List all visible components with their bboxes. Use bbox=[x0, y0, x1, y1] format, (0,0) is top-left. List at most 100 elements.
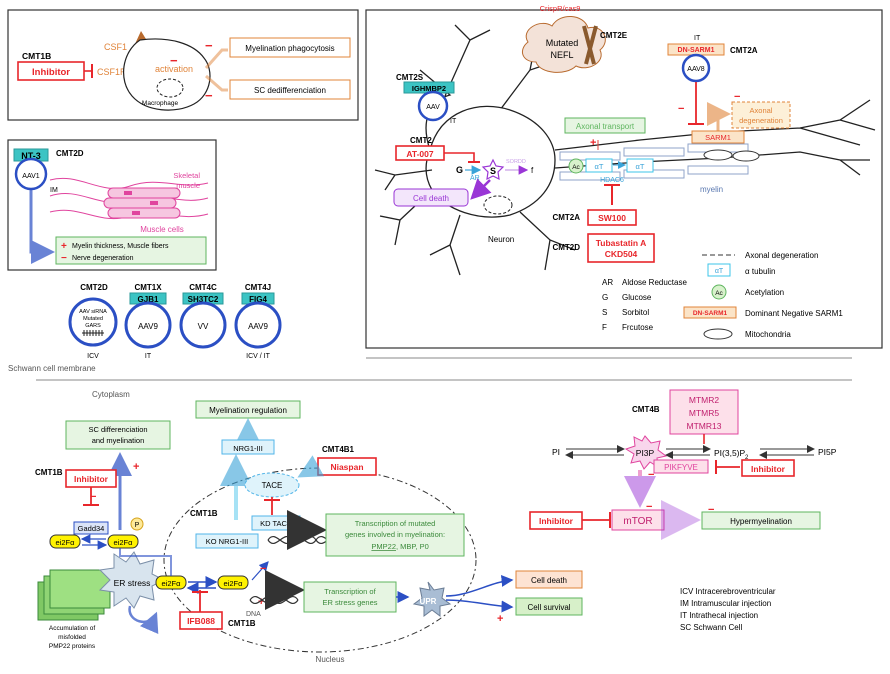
cell-survival-box bbox=[515, 597, 583, 616]
abbrev-sc: SC Schwann Cell bbox=[680, 623, 742, 632]
sc-differenciation-label: SC differenciation bbox=[88, 425, 147, 434]
icv-label: ICV bbox=[87, 353, 99, 360]
abbreviation-legend: AR Aldose Reductase G Glucose S Sorbitol… bbox=[602, 278, 687, 332]
myelination-regulation-label: Myelination regulation bbox=[209, 406, 287, 415]
cmt2d-aav-label: CMT2D bbox=[80, 283, 108, 292]
eif2a-label: ei2Fα bbox=[224, 579, 244, 588]
nucleus-label: Nucleus bbox=[316, 655, 345, 664]
sc-dedifferenciation-label: SC dedifferenciation bbox=[254, 86, 326, 95]
ar-symbol: AR bbox=[470, 175, 480, 182]
minus-sign: − bbox=[260, 563, 266, 575]
pi35p2-subscript: 2 bbox=[745, 455, 749, 461]
cmt2s-label: CMT2S bbox=[396, 73, 424, 82]
legend-value: Sorbitol bbox=[622, 308, 649, 317]
macrophage-nucleus-icon bbox=[156, 78, 184, 98]
glucose-symbol: G bbox=[456, 165, 463, 175]
aav-vector-icon bbox=[417, 90, 449, 122]
cmt2e-label: CMT2E bbox=[600, 31, 628, 40]
nefl-label: NEFL bbox=[550, 50, 573, 60]
csf1-label: CSF1 bbox=[104, 42, 127, 52]
plus-sign: + bbox=[497, 613, 503, 625]
alpha-tubulin-label: αT bbox=[595, 162, 604, 171]
er-stress-burst-icon bbox=[98, 551, 166, 609]
minus-sign: − bbox=[678, 103, 684, 115]
cmt4b1-label: CMT4B1 bbox=[322, 445, 355, 454]
csf1r-label: CSF1R bbox=[97, 67, 127, 77]
vv-label: VV bbox=[198, 322, 209, 331]
sarm1-label: SARM1 bbox=[705, 133, 731, 142]
accum-line2: misfolded bbox=[58, 634, 86, 641]
aav-label: AAV bbox=[426, 104, 440, 111]
minus-sign: − bbox=[205, 88, 213, 103]
minus-sign: − bbox=[646, 501, 652, 513]
hypermyelination-box bbox=[701, 511, 821, 530]
inhibitor-label: Inhibitor bbox=[539, 516, 574, 526]
tx2-line1: Transcription of bbox=[324, 587, 376, 596]
effect-minus-label: Nerve degeneration bbox=[72, 255, 134, 262]
hdac6-label: HDAC6 bbox=[600, 177, 624, 184]
legend-dn-box bbox=[683, 306, 737, 319]
tubulin-box-1 bbox=[585, 158, 613, 173]
sw100-box bbox=[587, 209, 637, 226]
tubastatin-box bbox=[587, 233, 655, 263]
upr-label: UPR bbox=[420, 597, 437, 606]
pmp22-label: PMP22 bbox=[371, 542, 396, 551]
sh3tc2-label: SH3TC2 bbox=[188, 295, 219, 304]
neuron-label: Neuron bbox=[488, 235, 514, 244]
axonal-transport-box bbox=[564, 117, 646, 134]
aav9-label: AAV9 bbox=[248, 322, 268, 331]
nt3-effect-box bbox=[55, 236, 207, 265]
eif2a-label: ei2Fα bbox=[114, 538, 134, 547]
legend-key: AR bbox=[602, 278, 613, 287]
minus-sign: − bbox=[648, 469, 654, 481]
cmt1b-label: CMT1B bbox=[22, 51, 51, 61]
cmt1x-label: CMT1X bbox=[134, 283, 162, 292]
cmt4c-label: CMT4C bbox=[189, 283, 217, 292]
it-label: IT bbox=[450, 118, 457, 125]
cell-survival-label: Cell survival bbox=[527, 603, 570, 612]
plus-sign: + bbox=[133, 461, 139, 473]
myelination-phagocytosis-label: Myelination phagocytosis bbox=[245, 44, 334, 53]
niaspan-label: Niaspan bbox=[330, 462, 363, 472]
cmt2a-label: CMT2A bbox=[552, 213, 580, 222]
fructose-symbol: f bbox=[531, 166, 534, 175]
effect-plus-label: Myelin thickness, Muscle fibers bbox=[72, 243, 169, 250]
hypermyelination-label: Hypermyelination bbox=[730, 517, 792, 526]
minus-sign: − bbox=[734, 91, 740, 103]
legend-mitochondria-icon bbox=[703, 328, 733, 340]
sc-dedifferenciation-box bbox=[229, 79, 351, 100]
cell-death-box-2 bbox=[515, 570, 583, 589]
aav1-label: AAV1 bbox=[22, 173, 39, 180]
eif2a-d bbox=[217, 575, 249, 590]
mtmr5-label: MTMR5 bbox=[689, 408, 719, 418]
pi-label: PI bbox=[552, 447, 560, 457]
aav9-label: AAV9 bbox=[138, 322, 158, 331]
legend-value: Frcutose bbox=[622, 323, 654, 332]
pikfyve-label: PIKFYVE bbox=[664, 463, 698, 472]
legend-mito-label: Mitochondria bbox=[745, 330, 791, 339]
nrg1-label: NRG1-III bbox=[233, 444, 263, 453]
aav8-vector-icon bbox=[681, 53, 711, 83]
cytoplasm-label: Cytoplasm bbox=[92, 390, 130, 399]
sordd-label: SORDD bbox=[506, 159, 526, 165]
tx1-line1: Transcription of mutated bbox=[355, 519, 436, 528]
tubastatin-label: Tubastatin A bbox=[596, 238, 647, 248]
muscle-cells-icon bbox=[103, 187, 181, 219]
inhibitor-label: Inhibitor bbox=[751, 464, 786, 474]
mutated-label: Mutated bbox=[546, 38, 579, 48]
cmt1b-label: CMT1B bbox=[228, 619, 256, 628]
plus-sign: + bbox=[590, 137, 596, 149]
axonal-degeneration-box bbox=[731, 101, 791, 129]
activation-label: activation bbox=[155, 64, 193, 74]
ckd504-label: CKD504 bbox=[605, 249, 638, 259]
pi35p2-label: PI(3,5)P bbox=[714, 448, 746, 458]
legend-value: Aldose Reductase bbox=[622, 278, 687, 287]
gars-label: GARS bbox=[85, 323, 101, 329]
icv-it-label: ICV / IT bbox=[246, 353, 270, 360]
it-label: IT bbox=[145, 353, 152, 360]
accum-line3: PMP22 proteins bbox=[49, 643, 96, 650]
legend-tubulin-symbol: αT bbox=[715, 268, 724, 275]
mtmr13-label: MTMR13 bbox=[687, 421, 722, 431]
neuron-panel-border bbox=[365, 9, 883, 349]
